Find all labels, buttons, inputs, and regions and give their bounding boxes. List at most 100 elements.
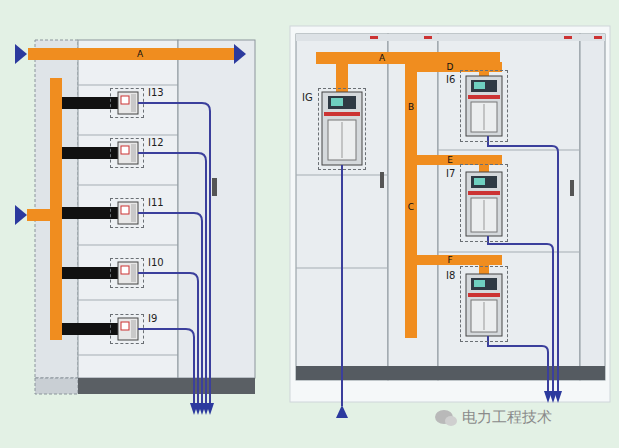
right-busbars	[316, 52, 502, 338]
right-breakers	[474, 280, 485, 287]
breaker: I10	[110, 258, 144, 288]
breaker-label: IG	[302, 92, 313, 103]
left-breakers	[121, 96, 129, 104]
left-breakers	[131, 264, 136, 282]
breaker-label: I8	[446, 270, 455, 281]
left-breakers	[121, 146, 129, 154]
left-switchgear	[78, 355, 178, 356]
left-breakers	[131, 204, 136, 222]
left-breakers	[121, 322, 129, 330]
right-breakers	[471, 198, 497, 232]
watermark: 电力工程技术	[462, 409, 552, 426]
left-breakers	[131, 320, 136, 338]
left-switchgear	[35, 378, 78, 394]
right-breakers	[484, 104, 485, 130]
left-busbars	[15, 44, 27, 64]
left-breakers	[118, 142, 138, 164]
cable-arrowheads	[190, 403, 214, 415]
left-busbars	[28, 48, 234, 60]
left-breakers	[118, 92, 138, 114]
busbar-letter: A	[135, 49, 145, 59]
right-breakers	[471, 80, 497, 92]
breaker: I11	[110, 198, 144, 228]
left-busbars	[234, 44, 246, 64]
right-cables	[342, 136, 558, 406]
busbar-letter: C	[406, 202, 416, 212]
left-breakers	[118, 202, 138, 224]
cable-arrowheads	[336, 405, 348, 418]
right-switchgear	[370, 36, 378, 39]
right-breakers	[328, 120, 356, 160]
right-breakers	[471, 102, 497, 132]
watermark-icon	[445, 416, 457, 426]
right-breakers	[484, 200, 485, 230]
breaker-label: I13	[148, 87, 164, 98]
busbar: A	[28, 48, 234, 60]
left-cables	[138, 213, 202, 404]
right-breakers	[471, 300, 497, 332]
left-breakers	[131, 94, 136, 112]
left-breakers	[131, 144, 136, 162]
cable-arrowheads	[190, 403, 198, 415]
busbar-letter: D	[445, 62, 456, 72]
breaker-label: I6	[446, 74, 455, 85]
right-switchgear	[594, 36, 602, 39]
left-cables	[138, 103, 210, 404]
left-cables	[138, 329, 194, 404]
right-breakers	[342, 122, 343, 158]
busbar-letter: A	[377, 53, 387, 63]
breaker: I13	[110, 88, 144, 118]
right-breakers	[466, 76, 502, 136]
right-breakers	[474, 178, 485, 185]
left-switchgear	[78, 378, 255, 394]
busbar-letter: B	[406, 102, 416, 112]
right-cables	[341, 165, 343, 406]
left-breakers	[121, 266, 129, 274]
right-breakers	[331, 98, 343, 106]
breaker: I9	[110, 314, 144, 344]
breaker: IG	[318, 88, 366, 170]
breaker-label: I7	[446, 168, 455, 179]
left-breakers	[118, 318, 138, 340]
busbar-letter: F	[445, 255, 454, 265]
right-breakers	[468, 191, 500, 195]
breaker-label: I12	[148, 137, 164, 148]
right-breakers	[468, 293, 500, 297]
right-switchgear	[424, 36, 432, 39]
breaker: I8	[460, 266, 508, 342]
left-cables	[138, 153, 206, 404]
left-switchgear	[78, 85, 178, 86]
right-cables	[488, 336, 548, 392]
busbar: BC	[405, 52, 417, 338]
breaker: I7	[460, 164, 508, 242]
right-busbars	[417, 255, 502, 265]
watermark-icon	[435, 410, 457, 426]
right-breakers	[466, 274, 502, 336]
busbar: F	[417, 255, 502, 265]
right-switchgear	[580, 34, 605, 380]
right-switchgear	[296, 34, 605, 41]
left-breakers	[121, 206, 129, 214]
right-switchgear	[570, 180, 574, 196]
cable-arrowheads	[544, 391, 552, 403]
right-breakers	[471, 278, 497, 290]
left-switchgear	[78, 245, 178, 246]
left-cables	[138, 273, 198, 404]
right-busbars	[405, 52, 417, 338]
left-switchgear	[178, 40, 255, 378]
breaker: I12	[110, 138, 144, 168]
right-switchgear	[380, 172, 384, 188]
right-breakers	[484, 302, 485, 330]
right-breakers	[474, 82, 485, 89]
left-switchgear	[78, 185, 178, 186]
right-switchgear	[564, 36, 572, 39]
right-switchgear	[290, 26, 610, 402]
right-breakers	[322, 92, 362, 165]
left-busbars	[50, 78, 62, 340]
left-breakers	[118, 262, 138, 284]
left-cables	[138, 103, 210, 404]
breaker-label: I11	[148, 197, 164, 208]
left-busbars	[15, 44, 246, 340]
